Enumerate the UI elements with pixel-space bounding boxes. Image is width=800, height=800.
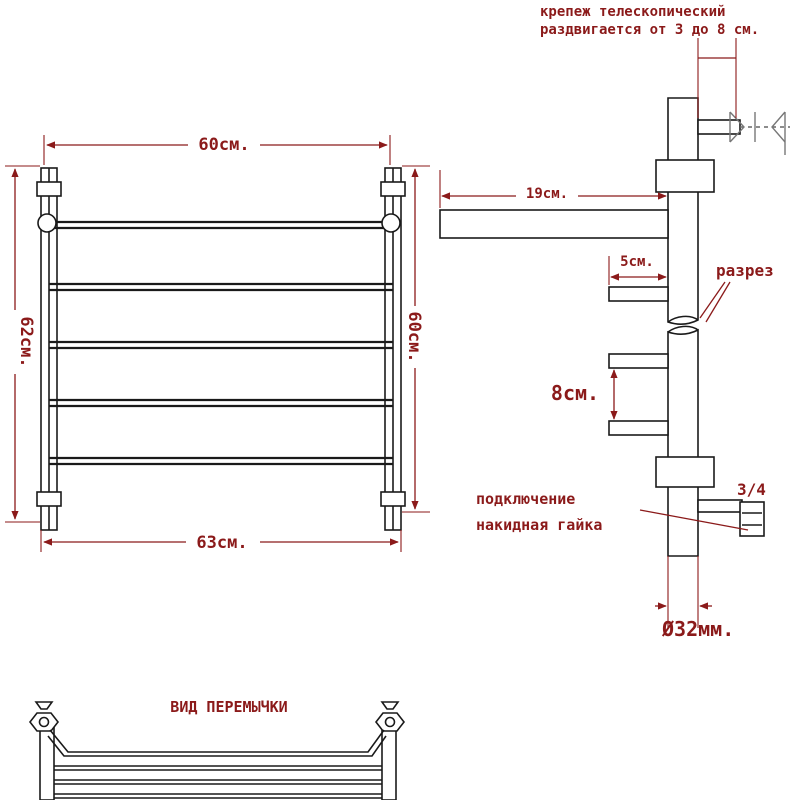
depth-5-label: 5см.: [620, 254, 654, 270]
side-stub-lower: [608, 420, 669, 436]
height-right-label: 60см.: [404, 311, 424, 362]
right-ball-joint: [381, 213, 401, 233]
section-label: разрез: [716, 261, 774, 280]
front-view: 60см. 63см. 62см. 60см.: [4, 132, 430, 553]
bridge-view-label: ВИД ПЕРЕМЫЧКИ: [170, 698, 287, 716]
diameter-label: Ø32мм.: [661, 617, 734, 641]
thread-label: 3/4: [737, 480, 766, 499]
connection-pipe: [697, 499, 743, 513]
width-top-label: 60см.: [198, 135, 249, 155]
left-top-bracket: [36, 181, 62, 197]
depth-19-label: 19см.: [526, 186, 568, 202]
connection-label-line2: накидная гайка: [476, 516, 602, 534]
side-bottom-bracket: [655, 456, 715, 488]
side-short-stub: [608, 286, 669, 302]
telescopic-mount: [697, 119, 741, 135]
union-nut: [739, 501, 765, 537]
connection-label-line1: подключение: [476, 490, 575, 508]
side-view: крепеж телескопический раздвигается от 3…: [439, 4, 790, 641]
right-bottom-bracket: [380, 491, 406, 507]
width-bottom-label: 63см.: [196, 533, 247, 553]
side-stub-upper: [608, 353, 669, 369]
height-left-label: 62см.: [16, 316, 36, 367]
right-top-bracket: [380, 181, 406, 197]
side-top-bracket: [655, 159, 715, 193]
side-top-bar: [439, 209, 669, 239]
rungs: [49, 282, 393, 466]
side-tube-upper: [667, 97, 699, 325]
bridge-view: ВИД ПЕРЕМЫЧКИ: [28, 698, 406, 800]
telescopic-label-line2: раздвигается от 3 до 8 см.: [540, 22, 759, 38]
side-tube-lower: [667, 328, 699, 557]
left-bottom-bracket: [36, 491, 62, 507]
left-ball-joint: [37, 213, 57, 233]
telescopic-label-line1: крепеж телескопический: [540, 4, 725, 20]
pitch-8-label: 8см.: [551, 381, 599, 405]
